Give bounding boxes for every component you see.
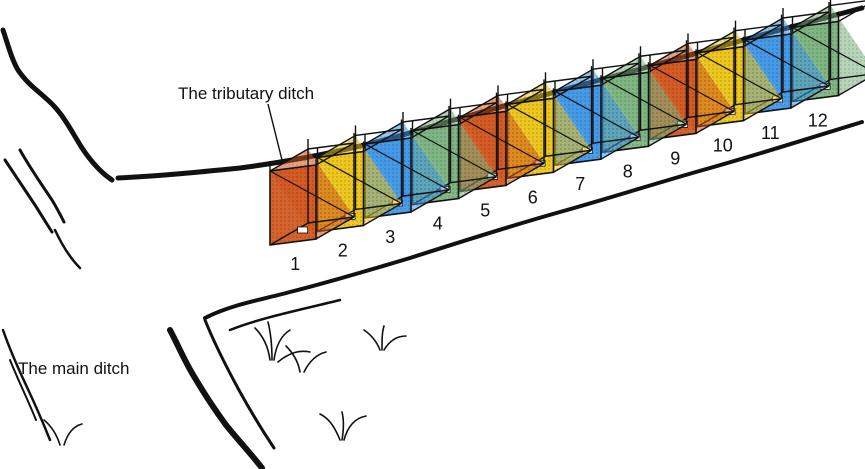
cell-frame-edge	[364, 121, 404, 145]
cell-brace	[744, 39, 830, 87]
cell-frame-edge	[790, 11, 830, 35]
cell-frame-edge	[545, 75, 592, 83]
cell-frame-edge	[402, 189, 450, 197]
cell-frame-edge	[355, 128, 402, 137]
cell-frame-edge	[792, 4, 831, 29]
cell-brace	[649, 64, 735, 112]
main-ditch-banks	[0, 27, 276, 469]
cell-frame-edge	[592, 62, 640, 70]
cell-frame-edge	[269, 148, 309, 172]
cell-frame-edge	[600, 62, 640, 86]
cell-frame-edge	[600, 136, 640, 160]
cell-number-1: 1	[290, 254, 300, 274]
cell-frame-edge	[315, 142, 355, 166]
cell-brace	[364, 143, 450, 191]
cell-frame-edge	[553, 75, 592, 99]
cell-frame-edge	[695, 110, 735, 135]
cell-frame-edge	[744, 17, 784, 41]
cell-array	[269, 0, 865, 246]
cell-11	[744, 2, 830, 115]
cell-number-7: 7	[575, 174, 585, 194]
cell-number-5: 5	[480, 200, 490, 220]
cell-number-6: 6	[528, 187, 538, 207]
cell-frame-edge	[410, 115, 450, 139]
cell-frame-edge	[458, 102, 497, 126]
cell-frame-edge	[687, 36, 735, 45]
cell-frame-edge	[830, 74, 865, 81]
cell-frame-edge	[743, 24, 782, 48]
cell-number-labels: 12 11 10 9 8 7 6 5 4 3 2 1	[290, 111, 828, 275]
cell-frame-edge	[363, 202, 402, 227]
cell-frame-edge	[640, 123, 687, 131]
cell-opening	[297, 226, 309, 234]
cell-number-3: 3	[385, 227, 395, 247]
cell-frame-edge	[497, 162, 545, 171]
grass-tufts	[43, 321, 407, 446]
tributary-leader-line	[267, 103, 283, 161]
cell-brace	[554, 90, 640, 138]
cell-frame-edge	[735, 97, 782, 106]
cell-frame-edge	[697, 30, 736, 54]
cell-frame-edge	[648, 123, 687, 147]
cell-frame-edge	[838, 5, 865, 23]
cell-frame-edge	[497, 88, 545, 97]
cell-frame-edge	[317, 134, 356, 159]
cell-frame-edge	[553, 149, 592, 173]
cell-frame-edge	[790, 85, 830, 109]
cell-frame-edge	[743, 98, 782, 122]
cell-frame-edge	[735, 23, 782, 32]
cell-brace	[269, 170, 355, 218]
cell-brace	[507, 103, 592, 151]
cell-frame-edge	[838, 79, 865, 97]
cell-frame-edge	[450, 101, 497, 110]
cell-frame-edge	[412, 108, 451, 132]
cell-number-10: 10	[713, 136, 733, 156]
cell-frame-edge	[649, 42, 689, 67]
cell-frame-edge	[505, 88, 545, 113]
cell-brace	[792, 26, 865, 68]
cell-frame-edge	[458, 176, 497, 200]
cell-front-texture	[270, 165, 316, 245]
cell-frame-edge	[307, 142, 355, 150]
cell-frame-edge	[410, 189, 450, 213]
cell-frame-edge	[830, 0, 865, 7]
cell-number-12: 12	[808, 111, 828, 131]
cell-frame-edge	[648, 49, 687, 73]
cell-brace	[697, 52, 782, 100]
cell-number-4: 4	[433, 214, 443, 234]
cell-frame-edge	[554, 68, 594, 92]
cell-frame-edge	[402, 115, 450, 123]
cell-frame-edge	[315, 216, 355, 240]
cell-frame-edge	[602, 55, 641, 79]
cell-number-2: 2	[338, 241, 348, 261]
cell-frame-edge	[592, 136, 640, 144]
cell-frame-edge	[459, 94, 499, 119]
cell-brace	[602, 77, 687, 125]
cell-brace	[317, 156, 402, 204]
cell-frame-edge	[307, 216, 355, 224]
cell-frame-edge	[782, 85, 830, 93]
tributary-ditch-label: The tributary ditch	[178, 84, 314, 103]
cell-brace	[459, 116, 545, 164]
cell-frame-edge	[505, 162, 545, 187]
cell-frame-edge	[450, 175, 497, 184]
cell-frame-edge	[545, 149, 592, 157]
cell-frame-edge	[695, 36, 735, 61]
main-ditch-label: The main ditch	[18, 359, 130, 378]
cell-frame-edge	[782, 11, 830, 19]
cell-number-11: 11	[761, 123, 780, 143]
cell-brace	[412, 130, 497, 178]
cell-frame-edge	[640, 49, 687, 57]
cell-frame-edge	[507, 81, 546, 105]
cell-number-9: 9	[670, 148, 680, 168]
cell-1	[269, 133, 355, 246]
cell-frame-edge	[363, 128, 402, 153]
cell-frame-edge	[355, 202, 402, 211]
cell-number-8: 8	[623, 161, 633, 181]
cell-frame-edge	[687, 110, 735, 119]
